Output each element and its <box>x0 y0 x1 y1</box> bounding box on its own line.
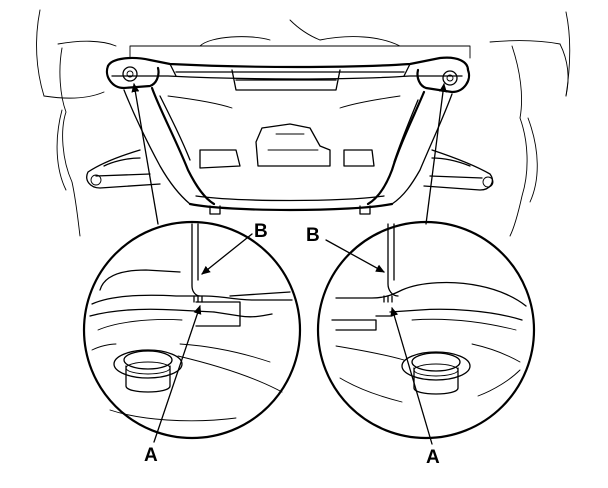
leader-a-left <box>153 305 202 443</box>
callout-arrows <box>131 83 447 445</box>
callout-a-right: A <box>426 447 440 468</box>
left-detail-view <box>82 220 302 440</box>
leader-b-right <box>325 239 385 273</box>
subframe-overview <box>36 9 571 237</box>
callout-b-left: B <box>254 221 268 242</box>
leader-a-right <box>390 307 433 445</box>
arrow-left-mount <box>131 83 159 225</box>
right-detail-view <box>316 220 536 440</box>
leader-b-left <box>201 233 253 275</box>
arrow-right-mount <box>425 83 447 225</box>
callout-a-left: A <box>144 445 158 466</box>
callout-b-right: B <box>306 225 320 246</box>
